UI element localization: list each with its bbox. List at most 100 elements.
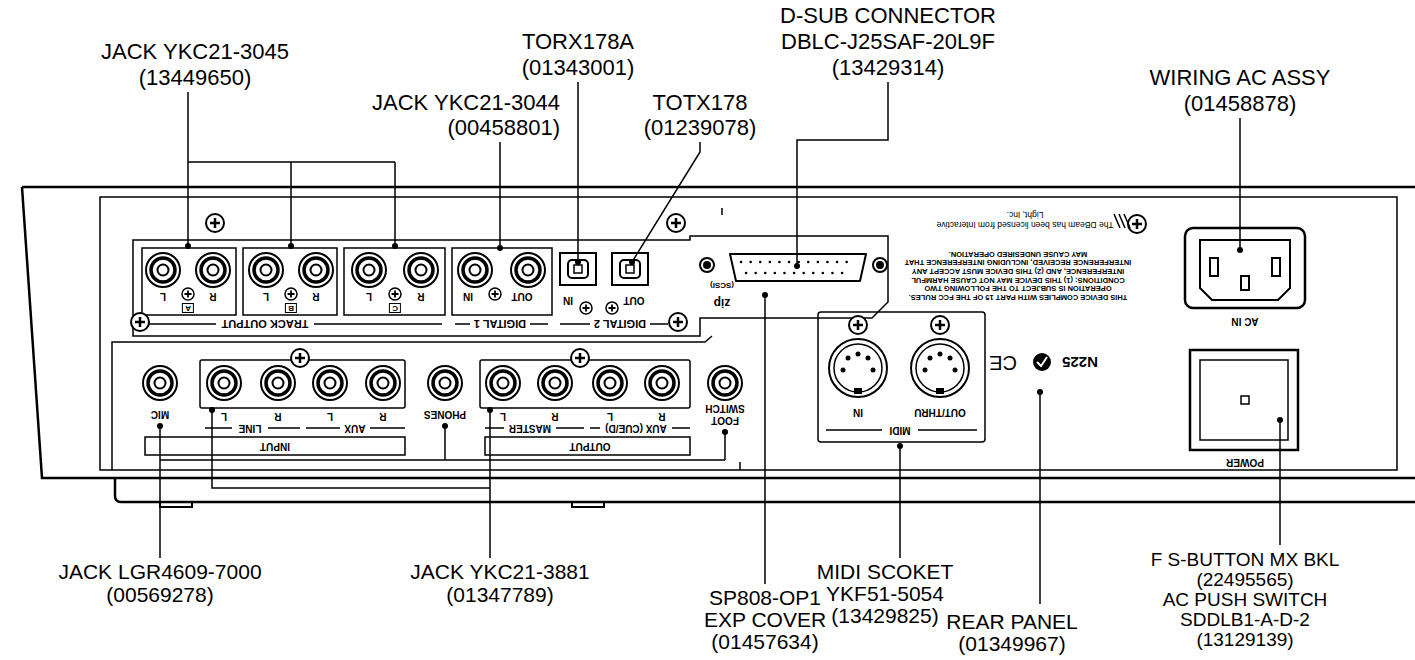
panel-marking: INPUT xyxy=(260,440,290,452)
screws xyxy=(571,349,589,367)
part-callout: EXP COVER xyxy=(704,608,826,632)
panel-marking: L xyxy=(500,410,506,422)
leader-lines xyxy=(1279,420,1281,545)
panel-plates xyxy=(485,437,690,455)
housing xyxy=(22,186,1415,189)
panel-marking: AC IN xyxy=(1231,315,1258,327)
panel-marking: C xyxy=(389,303,401,313)
part-callout: (00458801) xyxy=(447,115,560,140)
part-callout: (01458878) xyxy=(1184,91,1297,116)
panel-marking: zip xyxy=(714,295,731,309)
panel-plates xyxy=(100,197,1397,470)
panel-marking: PHONES xyxy=(424,408,466,420)
connectors xyxy=(313,366,347,400)
screws xyxy=(931,316,949,334)
leader-lines xyxy=(160,82,1280,604)
panel-marking: R xyxy=(658,410,665,422)
part-callout: SP808-OP1 xyxy=(709,586,821,610)
panel-marking: R xyxy=(209,290,216,302)
connectors xyxy=(1200,360,1288,440)
housing xyxy=(22,187,1415,478)
leader-lines xyxy=(764,295,766,584)
panel-marking: R xyxy=(379,410,386,422)
leader-dots xyxy=(288,243,294,249)
connectors xyxy=(560,253,887,285)
connectors xyxy=(143,366,177,400)
panel-plates xyxy=(344,248,445,315)
panel-marking: OUT/THRU xyxy=(914,406,966,418)
screws xyxy=(131,313,149,331)
part-callout: REAR PANEL xyxy=(946,610,1078,634)
part-callout: TOTX178 xyxy=(653,90,748,115)
screws xyxy=(291,349,309,367)
panel-marking: R xyxy=(417,290,424,302)
part-callout: JACK YKC21-3881 xyxy=(410,560,589,584)
connectors xyxy=(1272,258,1280,276)
panel-marking: N225 xyxy=(1062,353,1098,370)
connectors xyxy=(1190,350,1298,450)
panel-plates xyxy=(243,248,337,315)
panel-marking: IN xyxy=(563,294,573,306)
part-callout: (01457634) xyxy=(711,630,818,654)
part-callout: (00569278) xyxy=(106,583,213,607)
connectors xyxy=(568,260,588,278)
panel-marking: DIGITAL 1 xyxy=(474,318,526,331)
connectors xyxy=(366,366,400,400)
connectors xyxy=(730,254,866,281)
connectors xyxy=(911,339,969,397)
connectors xyxy=(829,339,887,397)
leader-lines xyxy=(499,142,501,248)
part-callout: DBLC-J25SAF-20L9F xyxy=(781,29,995,54)
leader-dots xyxy=(575,259,581,265)
connectors xyxy=(1200,240,1290,300)
leader-dots xyxy=(722,429,728,435)
leader-dots xyxy=(897,443,903,449)
connectors xyxy=(1241,276,1249,290)
panel-marking: B xyxy=(285,303,297,313)
panel-plates xyxy=(452,248,552,315)
leader-dots xyxy=(185,243,191,249)
part-callout: (13129139) xyxy=(1196,629,1293,651)
part-callout: (13429314) xyxy=(832,55,945,80)
part-callout: SDDLB1-A-D-2 xyxy=(1180,609,1310,631)
part-callout: F S-BUTTON MX BKL xyxy=(1151,549,1340,571)
part-callout: (13429825) xyxy=(831,604,938,628)
leader-lines xyxy=(1039,392,1041,604)
connectors xyxy=(645,366,679,400)
leader-lines xyxy=(632,142,700,262)
panel-marking: CE xyxy=(989,351,1017,374)
leader-lines xyxy=(797,82,888,266)
panel-marking: A xyxy=(182,303,194,313)
leader-lines xyxy=(899,446,901,558)
panel-plates xyxy=(480,360,690,408)
leader-dots xyxy=(629,259,635,265)
connectors xyxy=(700,258,714,272)
connectors xyxy=(1185,228,1305,450)
logos xyxy=(1037,357,1047,366)
part-callout: JACK YKC21-3044 xyxy=(372,90,560,115)
screws xyxy=(131,214,1146,367)
screws xyxy=(206,214,224,232)
panel-plates xyxy=(112,336,712,470)
connectors xyxy=(207,366,241,400)
connectors xyxy=(877,262,883,268)
panel-marking: DIGITAL 2 xyxy=(594,318,646,331)
housing xyxy=(160,502,604,507)
leader-dots xyxy=(1277,417,1283,423)
part-callout: WIRING AC ASSY xyxy=(1150,65,1331,90)
connectors xyxy=(486,366,520,400)
part-callout: (01349967) xyxy=(958,632,1065,656)
panel-marking: MASTER xyxy=(509,422,551,434)
panel-marking: R xyxy=(551,410,558,422)
connectors xyxy=(620,260,640,278)
connectors xyxy=(511,253,545,287)
leader-lines xyxy=(1239,118,1241,250)
panel-marking: IN xyxy=(853,406,863,418)
connectors xyxy=(261,366,295,400)
connectors xyxy=(708,366,742,400)
panel-marking: L xyxy=(366,290,372,302)
connectors xyxy=(538,366,572,400)
panel-marking: FOOT SWITCH xyxy=(700,403,750,426)
part-callout: TORX178A xyxy=(522,29,634,54)
